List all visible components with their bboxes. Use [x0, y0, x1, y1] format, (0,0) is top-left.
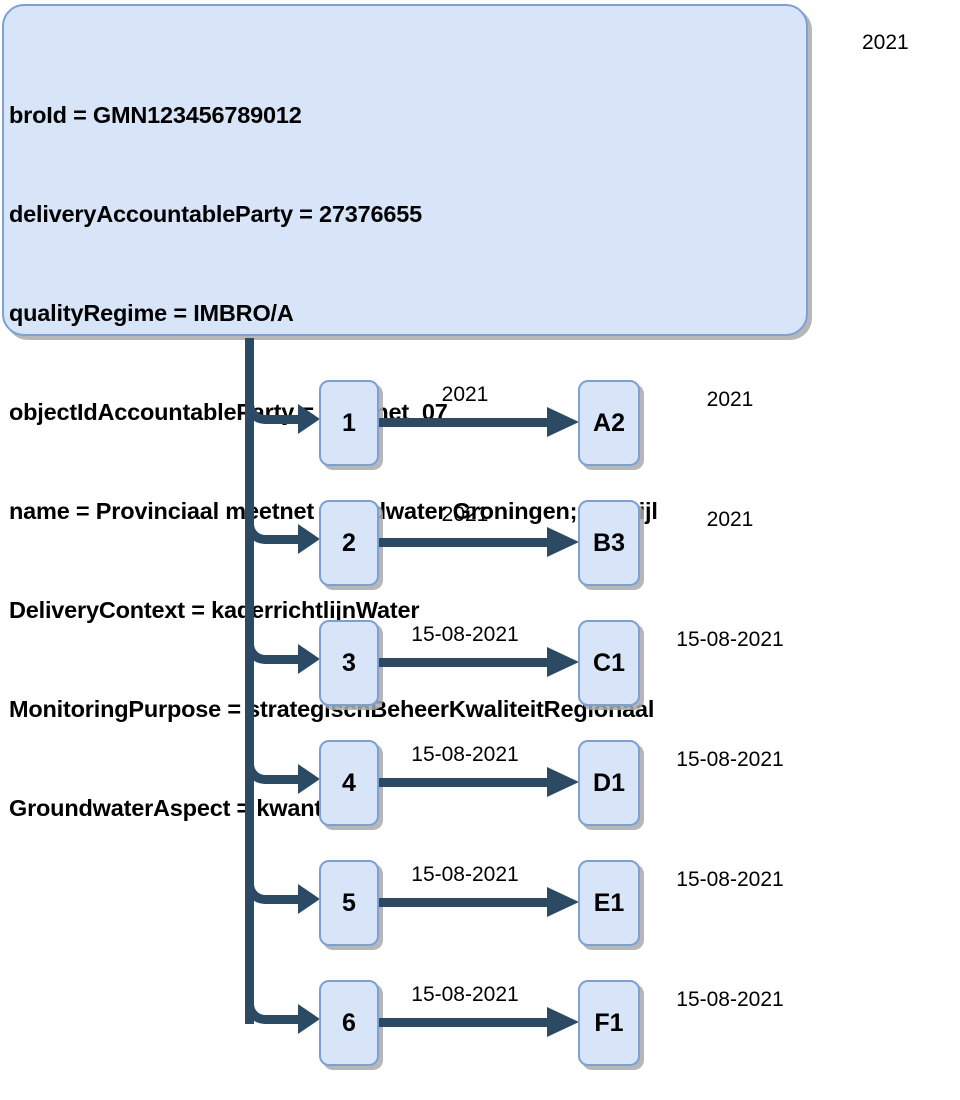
relation-arrow-label: 15-08-2021	[411, 623, 519, 646]
attribute-line-quality-regime: qualityRegime = IMBRO/A	[9, 300, 294, 326]
monitoring-network-attribute-panel: broId = GMN123456789012 deliveryAccounta…	[2, 4, 808, 821]
relation-arrow-shaft	[379, 658, 549, 667]
branch-stub	[283, 1015, 301, 1024]
diagram-row: 5 15-08-2021 E1 15-08-2021	[0, 860, 960, 980]
relation-arrowhead-icon	[547, 767, 579, 797]
branch-elbow-connector	[245, 740, 289, 784]
branch-arrowhead-icon	[298, 764, 320, 794]
row-date-label: 15-08-2021	[676, 988, 784, 1011]
attribute-line-broid: broId = GMN123456789012	[9, 102, 302, 128]
branch-elbow-connector	[245, 980, 289, 1024]
relation-arrow-shaft	[379, 418, 549, 427]
relation-arrow-label: 2021	[441, 503, 489, 526]
measurement-node-right[interactable]: E1	[578, 860, 640, 946]
measurement-node-left[interactable]: 2	[319, 500, 379, 586]
measurement-node-right[interactable]: A2	[578, 380, 640, 466]
attribute-line-name: name = Provinciaal meetnet grondwater Gr…	[9, 498, 658, 524]
connector-trunk	[245, 338, 254, 1024]
measurement-node-left[interactable]: 1	[319, 380, 379, 466]
relation-arrow-shaft	[379, 898, 549, 907]
branch-stub	[283, 415, 301, 424]
root-date-label: 2021	[862, 31, 909, 54]
branch-stub	[283, 535, 301, 544]
attribute-list: broId = GMN123456789012 deliveryAccounta…	[9, 33, 809, 891]
branch-elbow-connector	[245, 500, 289, 544]
branch-stub	[283, 895, 301, 904]
diagram-row: 6 15-08-2021 F1 15-08-2021	[0, 980, 960, 1100]
row-date-label: 2021	[706, 508, 754, 531]
branch-arrowhead-icon	[298, 524, 320, 554]
diagram-row: 2 2021 B3 2021	[0, 500, 960, 620]
attribute-line-delivery-accountable-party: deliveryAccountableParty = 27376655	[9, 201, 422, 227]
diagram-row: 3 15-08-2021 C1 15-08-2021	[0, 620, 960, 740]
branch-elbow-connector	[245, 620, 289, 664]
relation-arrowhead-icon	[547, 1007, 579, 1037]
branch-elbow-connector	[245, 380, 289, 424]
relation-arrow-label: 15-08-2021	[411, 863, 519, 886]
relation-arrowhead-icon	[547, 647, 579, 677]
diagram-row: 4 15-08-2021 D1 15-08-2021	[0, 740, 960, 860]
branch-arrowhead-icon	[298, 1004, 320, 1034]
relation-arrow-shaft	[379, 778, 549, 787]
diagram-row: 1 2021 A2 2021	[0, 380, 960, 500]
measurement-node-left[interactable]: 6	[319, 980, 379, 1066]
measurement-node-right[interactable]: F1	[578, 980, 640, 1066]
branch-arrowhead-icon	[298, 644, 320, 674]
relation-arrow-shaft	[379, 538, 549, 547]
row-date-label: 2021	[706, 388, 754, 411]
measurement-node-right[interactable]: D1	[578, 740, 640, 826]
relation-arrowhead-icon	[547, 407, 579, 437]
row-date-label: 15-08-2021	[676, 628, 784, 651]
relation-arrow-shaft	[379, 1018, 549, 1027]
measurement-node-right[interactable]: C1	[578, 620, 640, 706]
measurement-node-left[interactable]: 4	[319, 740, 379, 826]
branch-elbow-connector	[245, 860, 289, 904]
measurement-node-left[interactable]: 5	[319, 860, 379, 946]
branch-stub	[283, 655, 301, 664]
relation-arrowhead-icon	[547, 527, 579, 557]
measurement-node-left[interactable]: 3	[319, 620, 379, 706]
branch-arrowhead-icon	[298, 404, 320, 434]
relation-arrowhead-icon	[547, 887, 579, 917]
measurement-node-right[interactable]: B3	[578, 500, 640, 586]
relation-arrow-label: 2021	[441, 383, 489, 406]
relation-arrow-label: 15-08-2021	[411, 983, 519, 1006]
row-date-label: 15-08-2021	[676, 868, 784, 891]
relation-arrow-label: 15-08-2021	[411, 743, 519, 766]
row-date-label: 15-08-2021	[676, 748, 784, 771]
branch-stub	[283, 775, 301, 784]
branch-arrowhead-icon	[298, 884, 320, 914]
